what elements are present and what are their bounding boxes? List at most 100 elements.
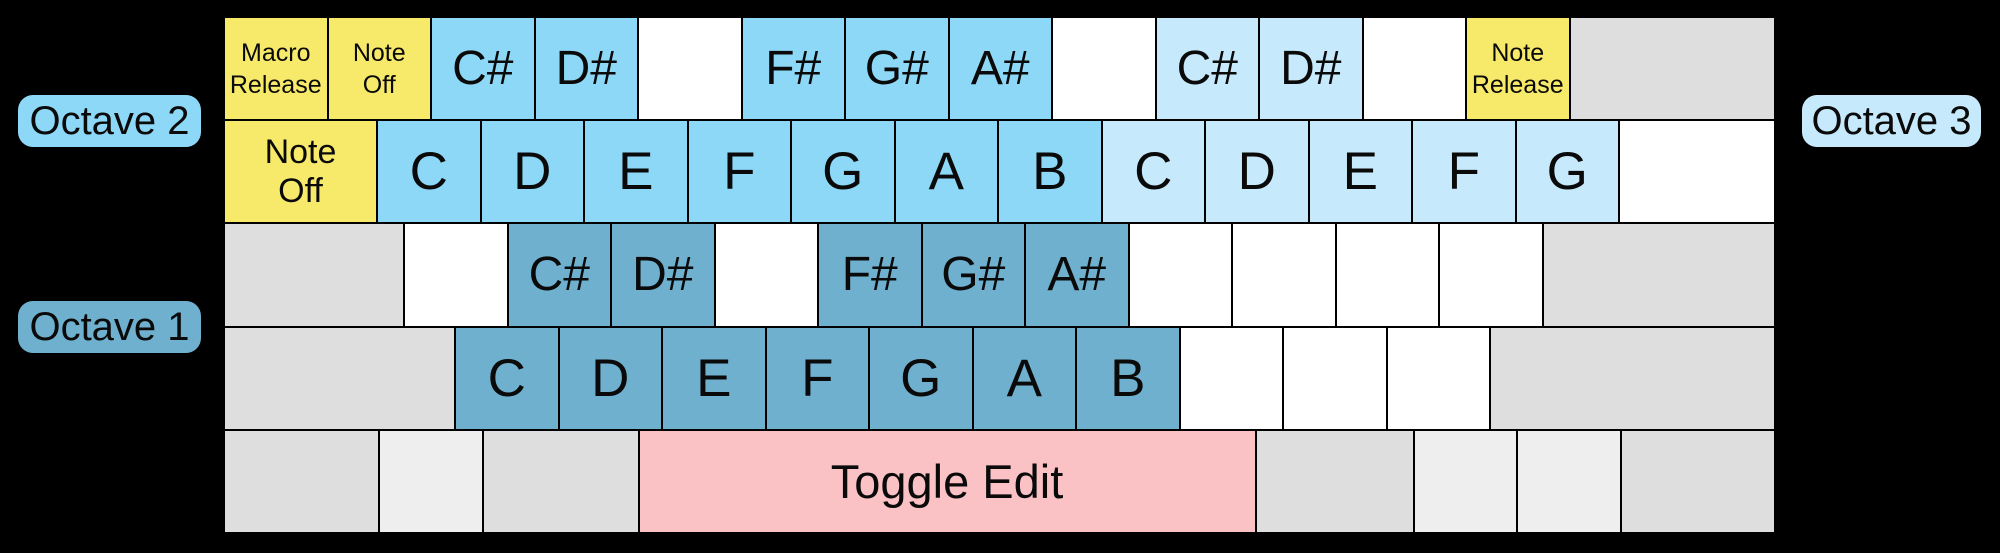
key-gray-win-left [379,429,483,534]
key-label-line: F# [765,41,822,95]
key-blank [1335,223,1439,327]
key-note-g-2: G [791,120,895,224]
key-label-line: B [1032,142,1068,202]
key-label-line: D# [1280,41,1342,95]
key-label-line: G# [941,248,1006,301]
key-note-c-3: C [1101,120,1205,224]
key-blank [1052,17,1156,121]
key-gray-shift-left [224,326,455,430]
key-label-line: A# [970,41,1030,95]
key-note-b-2: B [998,120,1102,224]
key-note-c-sharp-3: C# [1155,17,1259,121]
key-note-d-sharp-1: D# [611,223,715,327]
key-label-line: G [822,142,864,202]
key-gray-capslock [224,223,404,327]
key-note-e-1: E [662,326,766,430]
key-label-line: B [1110,348,1146,408]
key-note-c-2: C [377,120,481,224]
key-note-e-2: E [584,120,688,224]
key-note-f-3: F [1412,120,1516,224]
octave-1-label: Octave 1 [18,301,201,353]
key-note-e-3: E [1308,120,1412,224]
key-note-b-1: B [1076,326,1180,430]
key-gray-alt-left [482,429,639,534]
key-gray-menu [1517,429,1621,534]
key-label-line: D [1237,142,1276,202]
key-note-g-sharp-1: G# [921,223,1025,327]
key-note-a-1: A [972,326,1076,430]
key-blank [1128,223,1232,327]
key-label-line: Note [1491,38,1545,67]
key-label-line: F [1447,142,1480,202]
key-note-g-sharp-2: G# [845,17,949,121]
key-label-line: Release [229,70,322,99]
key-toggle-edit: Toggle Edit [638,429,1256,534]
key-blank [1386,326,1490,430]
key-label-line: Release [1471,70,1564,99]
key-label-line: E [618,142,654,202]
key-blank [1362,17,1466,121]
key-gray-ctrl-left [224,429,379,534]
key-label-line: A [1006,348,1042,408]
key-note-c-sharp-2: C# [431,17,535,121]
key-gray-shift-right [1490,326,1775,430]
key-label-line: C# [528,248,590,301]
key-label-line: G [1546,142,1588,202]
key-gray-alt-right [1255,429,1414,534]
key-label-line: D [591,348,630,408]
key-label-line: Off [362,70,396,99]
key-label-line: D# [632,248,694,301]
key-gray-ctrl-right [1620,429,1775,534]
key-label-line: Off [278,171,323,210]
keyboard-row: C#D#F#G#A# [224,223,1775,327]
key-note-f-2: F [687,120,791,224]
key-label-line: G [900,348,942,408]
key-label-line: Macro [241,38,311,67]
key-note-a-sharp-1: A# [1025,223,1129,327]
key-blank [1232,223,1336,327]
key-label-line: F [801,348,834,408]
key-label-line: D# [555,41,617,95]
octave-3-label: Octave 3 [1802,95,1981,147]
key-label-line: Toggle Edit [830,454,1064,508]
key-label-line: E [696,348,732,408]
key-note-d-1: D [558,326,662,430]
octave-2-label: Octave 2 [18,95,201,147]
key-note-a-sharp-2: A# [948,17,1052,121]
key-gray-win-right [1413,429,1517,534]
key-note-d-3: D [1205,120,1309,224]
key-note-g-3: G [1515,120,1619,224]
key-note-f-1: F [765,326,869,430]
key-label-line: E [1342,142,1378,202]
key-label-line: A# [1047,248,1107,301]
key-note-c-1: C [455,326,559,430]
key-note-a-2: A [894,120,998,224]
key-gray-backspace [1569,17,1775,121]
key-note-f-sharp-2: F# [741,17,845,121]
key-note-d-2: D [480,120,584,224]
key-label-line: F [723,142,756,202]
key-label-line: Note [352,38,406,67]
key-note-d-sharp-3: D# [1259,17,1363,121]
key-note-d-sharp-2: D# [534,17,638,121]
key-label-line: C [487,348,526,408]
key-label-line: C# [1176,41,1238,95]
key-label-line: A [928,142,964,202]
key-note-g-1: G [869,326,973,430]
key-blank [1619,120,1775,224]
key-label-line: C [409,142,448,202]
key-blank [1179,326,1283,430]
key-label-line: Note [264,133,337,172]
key-label-line: C# [452,41,514,95]
key-label-line: D [513,142,552,202]
key-gray-enter [1542,223,1775,327]
